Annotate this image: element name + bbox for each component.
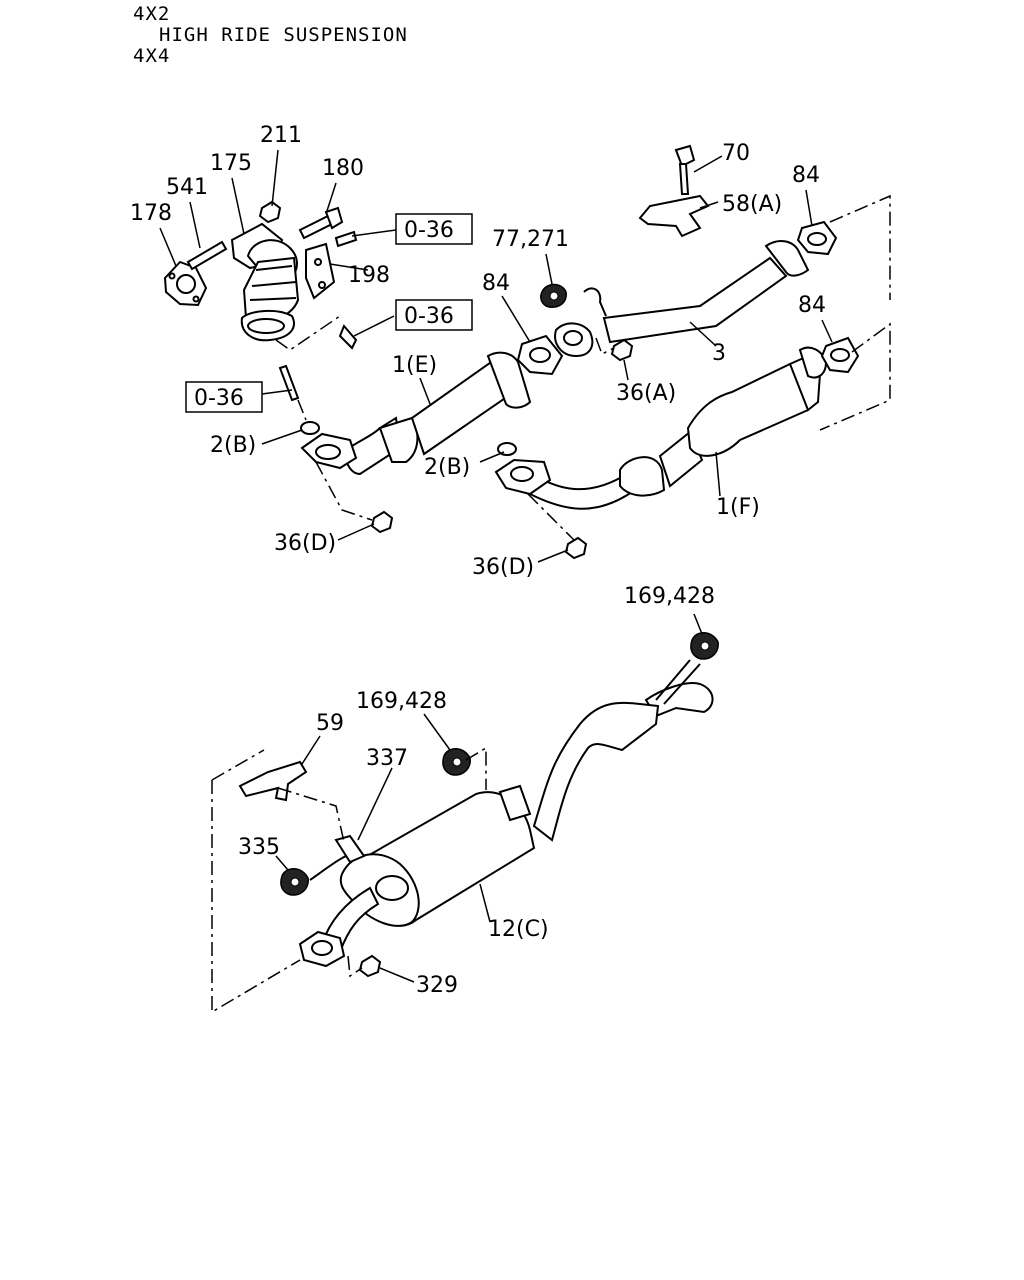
callout-211: 211 — [260, 123, 302, 148]
callout-3: 3 — [712, 341, 726, 366]
callout-1e: 1(E) — [392, 353, 437, 378]
ref-label-middle: 0-36 — [404, 304, 454, 329]
callout-335: 335 — [238, 835, 280, 860]
callout-84-right: 84 — [798, 293, 826, 318]
bracket-58a — [638, 194, 710, 238]
nut-36d-left — [370, 510, 394, 534]
ref-label-left: 0-36 — [194, 386, 244, 411]
gasket-ring-2b-right — [497, 442, 517, 456]
callout-180: 180 — [322, 156, 364, 181]
header-suspension: HIGH RIDE SUSPENSION — [159, 24, 408, 46]
callout-541: 541 — [166, 175, 208, 200]
gasket-84-right — [820, 336, 860, 374]
leader-lines — [159, 149, 891, 1014]
callout-337: 337 — [366, 746, 408, 771]
flange-front-pipe-f — [494, 458, 552, 496]
bracket-198 — [305, 242, 336, 300]
nut-329 — [358, 954, 382, 978]
ref-box-upper — [395, 213, 473, 245]
intermediate-pipe-3 — [540, 220, 838, 362]
stud-541 — [186, 240, 228, 271]
callout-198: 198 — [348, 263, 390, 288]
pre-muffler-1f — [686, 362, 813, 457]
bolt-337 — [334, 834, 366, 864]
flange-rear — [298, 930, 346, 968]
bracket-59 — [238, 760, 308, 802]
callout-1f: 1(F) — [716, 495, 760, 520]
diagram-header: 4X2 HIGH RIDE SUSPENSION 4X4 — [133, 4, 408, 67]
callout-84-top: 84 — [792, 163, 820, 188]
bolt-ref-lower — [338, 324, 358, 350]
gasket-84-top — [796, 220, 838, 256]
tail-pipe-group — [238, 632, 719, 978]
front-pipe-1f — [494, 336, 860, 560]
callout-70: 70 — [722, 141, 750, 166]
catalytic-converter-group — [163, 200, 358, 402]
callout-2b-right: 2(B) — [424, 455, 470, 480]
gasket-ring-2b-left — [300, 421, 320, 435]
callout-84-mid: 84 — [482, 271, 510, 296]
callout-36d-right: 36(D) — [472, 555, 534, 580]
callout-178: 178 — [130, 201, 172, 226]
ref-label-upper: 0-36 — [404, 218, 454, 243]
header-variant-4x4: 4X4 — [133, 45, 171, 67]
callout-59: 59 — [316, 711, 344, 736]
nut-36d-right — [564, 536, 588, 560]
gasket-84-mid — [516, 334, 564, 376]
ref-box-left — [185, 381, 263, 413]
nut-211 — [258, 200, 282, 224]
stud-ref-left — [278, 364, 300, 402]
bolt-ref-upper — [334, 230, 358, 248]
bolt-70 — [674, 144, 696, 168]
callout-169-428-mid: 169,428 — [356, 689, 447, 714]
callout-2b-left: 2(B) — [210, 433, 256, 458]
bolt-180 — [298, 214, 334, 240]
callout-329: 329 — [416, 973, 458, 998]
front-pipe-1e — [300, 351, 532, 534]
callout-12c: 12(C) — [488, 917, 549, 942]
ref-box-middle — [395, 299, 473, 331]
callout-77-271: 77,271 — [492, 227, 569, 252]
header-variant-4x2: 4X2 — [133, 3, 171, 25]
nut-36a — [610, 338, 634, 362]
callout-36a: 36(A) — [616, 381, 676, 406]
muffler-hanger-bracket — [498, 784, 532, 822]
callout-36d-left: 36(D) — [274, 531, 336, 556]
gasket-178 — [163, 260, 208, 307]
flange-front-pipe-e — [300, 432, 358, 470]
callout-169-428-top: 169,428 — [624, 584, 715, 609]
callout-175: 175 — [210, 151, 252, 176]
callout-58a: 58(A) — [722, 192, 782, 217]
